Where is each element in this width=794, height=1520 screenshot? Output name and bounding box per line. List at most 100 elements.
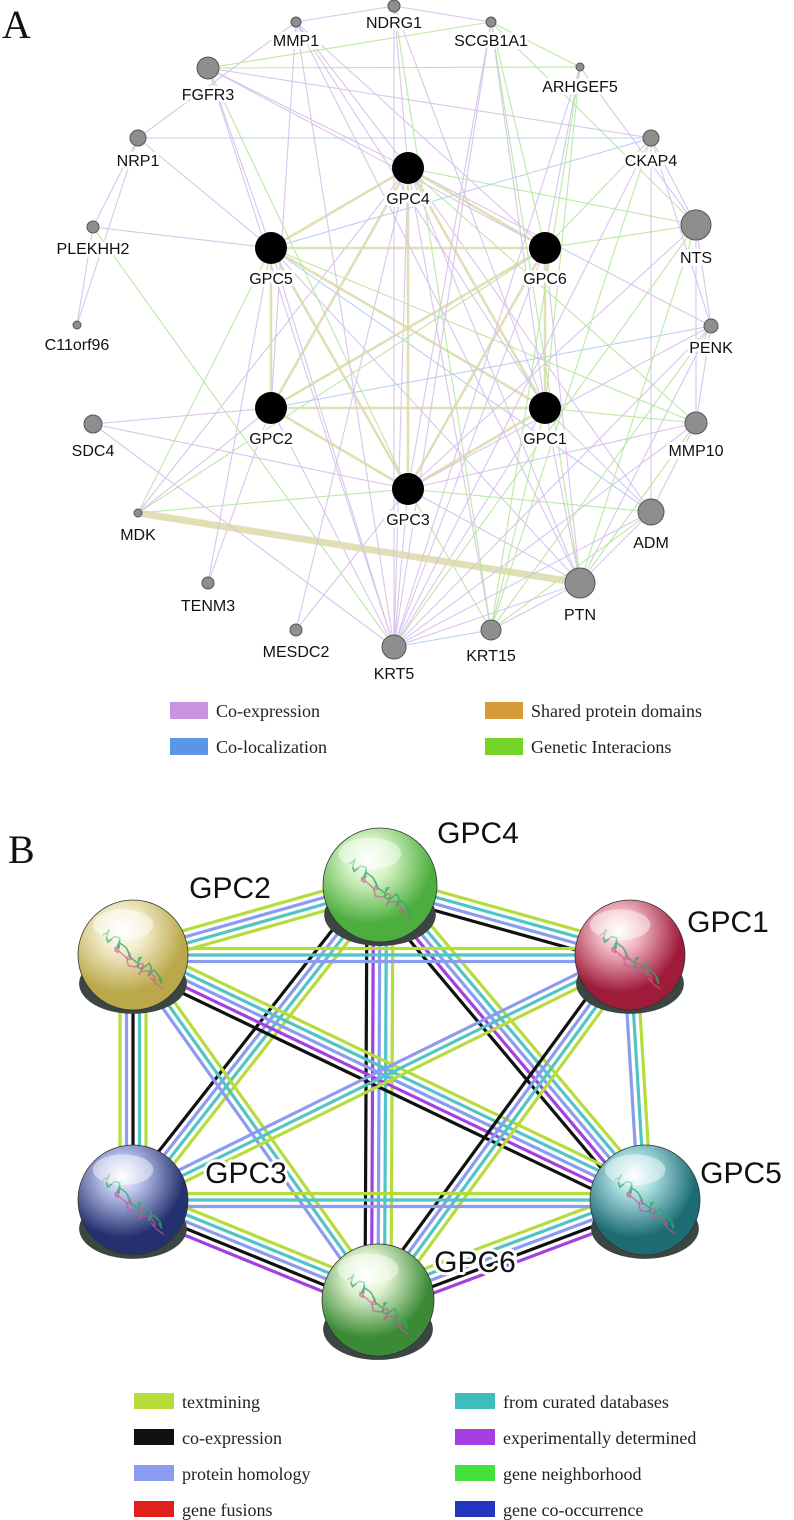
legend-swatch xyxy=(455,1393,495,1409)
node-label-arhgef5: ARHGEF5 xyxy=(542,79,618,96)
node-gpc1[interactable]: GPC1 xyxy=(520,392,570,451)
node-nrp1[interactable]: NRP1 xyxy=(114,129,162,173)
legend-item-co-localization: Co-localization xyxy=(170,737,327,757)
node-ptn[interactable]: PTN xyxy=(561,567,599,627)
node-krt15[interactable]: KRT15 xyxy=(463,619,519,668)
network-edge-mmp10-ptn xyxy=(579,422,697,584)
node-adm[interactable]: ADM xyxy=(630,498,672,555)
evidence-line-homology xyxy=(132,953,646,1202)
node-label-mmp10: MMP10 xyxy=(668,443,723,460)
node-tenm3[interactable]: TENM3 xyxy=(178,576,238,618)
legend-label: gene co-occurrence xyxy=(503,1500,643,1520)
network-edge-gpc6-mmp1 xyxy=(295,21,546,249)
node-gpc4[interactable]: GPC4 xyxy=(383,152,433,211)
node-mmp1[interactable]: MMP1 xyxy=(270,16,322,53)
node-arhgef5[interactable]: ARHGEF5 xyxy=(539,62,621,99)
gene-node-circle xyxy=(201,576,215,590)
legend-item-from-curated-databases: from curated databases xyxy=(455,1392,669,1412)
network-edge-mmp1-ndrg1 xyxy=(295,5,395,23)
network-edge-nrp1-plekhh2 xyxy=(92,137,139,228)
evidence-line-textmining xyxy=(135,959,634,1208)
sphere-highlight xyxy=(337,1253,399,1285)
network-edge-fgfr3-ckap4 xyxy=(207,67,652,139)
protein-node-gpc1[interactable] xyxy=(574,899,686,1014)
node-penk[interactable]: PENK xyxy=(686,318,736,360)
network-edge-gpc2-tenm3 xyxy=(207,407,272,584)
node-sdc4[interactable]: SDC4 xyxy=(69,414,117,463)
gene-node-circle xyxy=(133,508,143,518)
network-edge-penk-krt15 xyxy=(490,325,712,631)
gene-node-circle xyxy=(381,634,407,660)
evidence-line-coexpression xyxy=(124,877,374,1195)
node-ckap4[interactable]: CKAP4 xyxy=(622,129,680,173)
evidence-line-homology xyxy=(378,883,647,1202)
node-mmp10[interactable]: MMP10 xyxy=(665,411,727,463)
network-edge-ndrg1-scgb1a1 xyxy=(393,5,492,23)
evidence-line-homology xyxy=(126,957,375,1305)
protein-node-gpc3[interactable] xyxy=(77,1144,189,1259)
legend-label: co-expression xyxy=(182,1428,282,1448)
network-edge-plekhh2-krt5 xyxy=(92,226,395,648)
legend-label: textmining xyxy=(182,1392,260,1412)
legend-swatch xyxy=(134,1393,174,1409)
legend-label: protein homology xyxy=(182,1464,311,1484)
network-edge-gpc4-fgfr3 xyxy=(207,67,409,169)
evidence-line-homology xyxy=(129,882,379,1199)
interaction-gpc1-gpc3 xyxy=(129,947,634,1208)
node-mdk[interactable]: MDK xyxy=(117,508,159,547)
legend-swatch xyxy=(134,1429,174,1445)
node-plekhh2[interactable]: PLEKHH2 xyxy=(54,220,133,261)
network-edge-gpc6-arhgef5 xyxy=(544,66,581,249)
network-edge-mdk-ptn xyxy=(137,509,581,587)
node-scgb1a1[interactable]: SCGB1A1 xyxy=(451,16,531,53)
node-c11orf96[interactable]: C11orf96 xyxy=(42,320,112,357)
panel-b-letter: B xyxy=(8,827,35,872)
node-gpc2[interactable]: GPC2 xyxy=(246,392,296,451)
network-edge-gpc4-nts xyxy=(407,167,697,226)
node-label-mmp1: MMP1 xyxy=(273,33,319,50)
protein-helix-icon xyxy=(360,876,412,921)
protein-node-gpc2[interactable] xyxy=(77,899,189,1014)
gene-node-circle xyxy=(289,623,303,637)
sphere-highlight xyxy=(92,1154,154,1186)
legend-label: Shared protein domains xyxy=(531,701,702,721)
node-mesdc2[interactable]: MESDC2 xyxy=(260,623,332,664)
protein-node-gpc6[interactable] xyxy=(321,1243,435,1360)
node-label-ptn: PTN xyxy=(564,607,596,624)
network-edge-gpc3-mmp10 xyxy=(407,422,697,490)
node-label-mesdc2: MESDC2 xyxy=(263,644,330,661)
gene-node-circle xyxy=(703,318,719,334)
network-edge-gpc4-ptn xyxy=(407,167,581,584)
node-nts[interactable]: NTS xyxy=(677,209,715,270)
network-edge-adm-krt5 xyxy=(393,511,652,648)
node-ndrg1[interactable]: NDRG1 xyxy=(363,0,425,35)
protein-node-gpc5[interactable] xyxy=(589,1144,701,1259)
node-label-penk: PENK xyxy=(689,340,733,357)
evidence-line-coexpression xyxy=(368,948,624,1296)
evidence-line-textmining xyxy=(139,890,389,1208)
node-label-gpc2: GPC2 xyxy=(249,431,293,448)
network-edge-nts-ptn xyxy=(579,224,697,584)
evidence-line-homology xyxy=(129,947,628,1196)
node-fgfr3[interactable]: FGFR3 xyxy=(179,56,237,107)
node-label-adm: ADM xyxy=(633,535,669,552)
node-gpc6[interactable]: GPC6 xyxy=(520,232,570,291)
evidence-line-curated xyxy=(134,886,384,1203)
node-gpc3[interactable]: GPC3 xyxy=(383,473,433,532)
network-edge-gpc4-adm xyxy=(407,167,652,513)
network-edge-gpc3-mesdc2 xyxy=(295,488,409,631)
network-edge-gpc2-sdc4 xyxy=(92,407,272,425)
query-node-circle xyxy=(392,473,424,505)
protein-node-gpc4[interactable] xyxy=(322,827,438,946)
node-label-gpc3: GPC3 xyxy=(386,512,430,529)
network-edge-gpc3-sdc4 xyxy=(92,423,409,490)
node-gpc5[interactable]: GPC5 xyxy=(246,232,296,291)
legend-item-protein-homology: protein homology xyxy=(134,1464,311,1484)
node-krt5[interactable]: KRT5 xyxy=(371,634,417,686)
network-edge-gpc1-adm xyxy=(544,407,652,513)
network-edge-nrp1-c11orf96 xyxy=(76,137,139,326)
network-edge-sdc4-krt5 xyxy=(92,423,395,648)
